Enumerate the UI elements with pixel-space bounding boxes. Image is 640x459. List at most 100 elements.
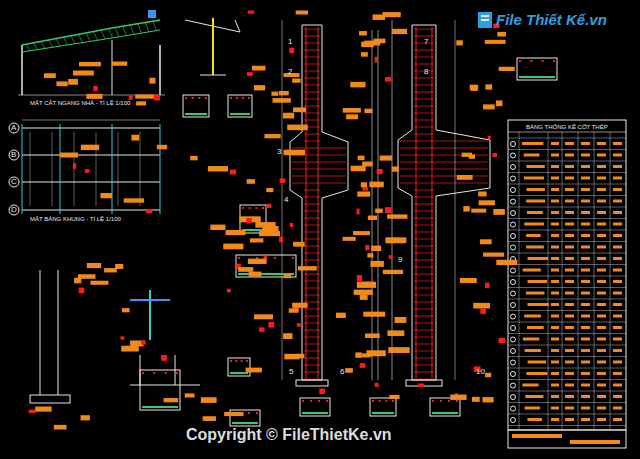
dimension-text [224, 412, 243, 416]
dimension-text [358, 156, 365, 161]
dimension-text [248, 259, 267, 264]
dimension-text [388, 347, 409, 353]
stirrup [414, 281, 434, 282]
cell-value [613, 315, 622, 318]
bar-shape [526, 246, 544, 249]
stirrup [400, 183, 488, 184]
dimension-text [74, 278, 81, 284]
drawing-line [508, 218, 626, 219]
cell-value [597, 223, 606, 226]
rebar-line [185, 113, 207, 115]
drawing-line [322, 25, 323, 132]
dimension-text [362, 353, 371, 357]
rebar-dot [530, 60, 532, 62]
section-mark [418, 384, 424, 388]
drawing-line [290, 142, 291, 190]
section-mark [365, 245, 369, 250]
drawing-line [508, 299, 626, 300]
cell-value [581, 395, 590, 398]
cell-value [581, 200, 590, 203]
dimension-text [336, 313, 346, 318]
stirrup [414, 274, 434, 275]
drawing-line [26, 44, 30, 51]
drawing-line [94, 31, 98, 40]
stirrup [414, 197, 434, 198]
rebar-schedule-frame [508, 120, 626, 430]
mark-bubble [511, 176, 516, 181]
section-mark [280, 178, 286, 183]
dimension-text [271, 92, 278, 96]
rebar-dot [519, 60, 521, 62]
cell-value [613, 303, 622, 306]
dimension-text [81, 415, 90, 420]
dimension-text [264, 134, 280, 138]
section-mark [360, 363, 366, 368]
dimension-text [293, 107, 306, 112]
base-plate [30, 395, 70, 403]
dimension-text [262, 226, 278, 231]
dimension-text [68, 79, 78, 85]
section-mark [488, 136, 491, 139]
drawing-line [508, 276, 626, 277]
cell-value [613, 280, 622, 283]
drawing-line [175, 355, 176, 385]
rebar-dot [238, 257, 240, 259]
cell-value [565, 165, 574, 168]
rebar-dot [235, 360, 237, 362]
drawing-line [22, 128, 160, 129]
rebar [306, 27, 307, 378]
section-mark [227, 289, 231, 293]
section-mark [375, 57, 378, 63]
mark-bubble [511, 268, 516, 273]
mark-bubble [511, 326, 516, 331]
cell-value [551, 280, 559, 283]
cell-value [581, 234, 590, 237]
dimension-text [149, 78, 155, 84]
mark-bubble [511, 360, 516, 365]
cell-value [551, 407, 559, 410]
stirrup [414, 120, 434, 121]
grid-axis-bubble [9, 150, 19, 160]
rebar-dot [292, 257, 294, 259]
dimension-text [496, 260, 517, 265]
stirrup [414, 330, 434, 331]
stirrup [414, 190, 434, 191]
dimension-text [250, 238, 263, 242]
cell-value [551, 269, 559, 272]
cell-value [565, 280, 574, 283]
cell-value [613, 326, 622, 329]
section-detail [236, 255, 296, 277]
drawing-line [34, 43, 38, 50]
drawing-line [64, 37, 68, 45]
drawing-line [58, 270, 59, 395]
rebar-dot [242, 207, 244, 209]
drawing-line [412, 25, 413, 130]
section-mark [120, 336, 124, 339]
cell-value [597, 200, 606, 203]
drawing-line [610, 132, 611, 430]
dimension-text [456, 40, 462, 45]
dimension-text [121, 346, 139, 352]
dimension-text [343, 237, 356, 241]
dimension-text [362, 162, 373, 167]
cell-value [613, 338, 622, 341]
cell-value [597, 372, 606, 375]
drawing-line [548, 132, 549, 430]
section-mark [266, 204, 271, 208]
bar-shape [528, 280, 548, 283]
rebar-dot [553, 60, 555, 62]
cell-value [613, 223, 622, 226]
cell-value [565, 418, 574, 421]
dimension-text [208, 166, 228, 171]
drawing-line [130, 24, 134, 34]
dimension-text [287, 125, 308, 131]
rebar-dot [385, 400, 387, 402]
stirrup [414, 239, 434, 240]
dimension-text [185, 393, 195, 397]
section-mark [319, 389, 325, 394]
mark-bubble [511, 222, 516, 227]
section-detail [140, 370, 180, 410]
dimension-text [190, 156, 197, 160]
stirrup [414, 288, 434, 289]
dimension-text [124, 198, 144, 202]
